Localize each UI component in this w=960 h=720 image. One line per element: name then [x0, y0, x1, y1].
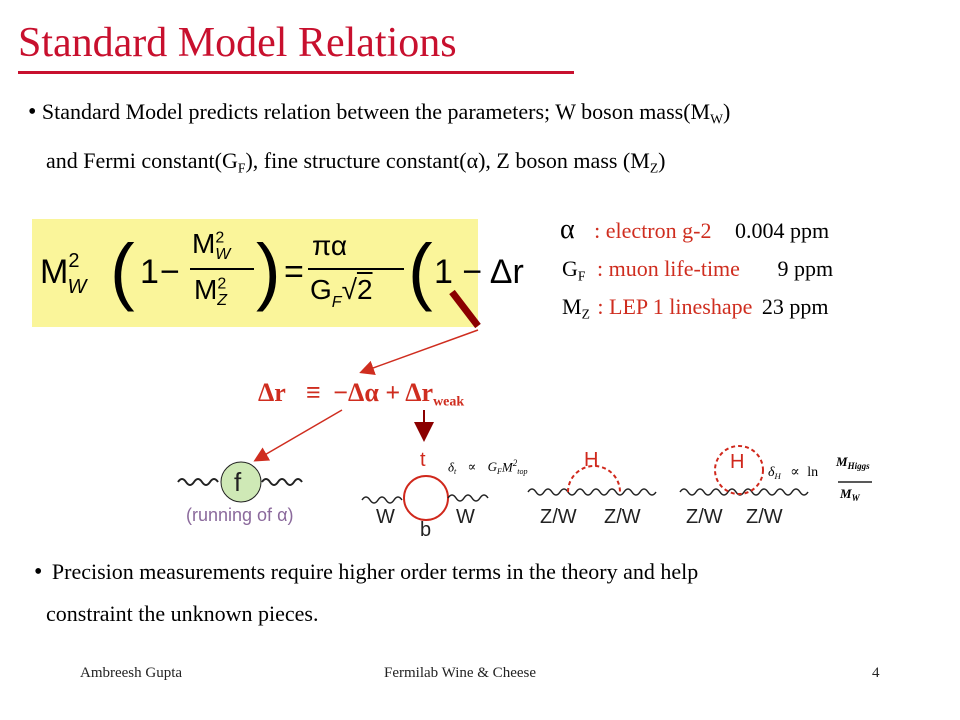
bullet-dot: •	[34, 559, 43, 585]
ln-denominator: MW	[840, 486, 860, 503]
formula-close-paren: )	[256, 229, 281, 312]
zw-line-2	[679, 488, 809, 496]
bullet-2-line-2: constraint the unknown pieces.	[46, 601, 319, 626]
zw-label-2-left: Z/W	[686, 506, 723, 528]
zw-label-2-right: Z/W	[746, 506, 783, 528]
photon-line-right	[261, 478, 303, 486]
ln-numerator: MHiggs	[836, 454, 870, 471]
param-mz: MZ : LEP 1 lineshape 23 ppm	[562, 294, 829, 322]
top-bottom-loop	[403, 475, 449, 521]
bullet-2-line-1: • Precision measurements require higher …	[34, 559, 699, 585]
param-gf: GF : muon life-time 9 ppm	[562, 256, 834, 284]
higgs-arc-1	[567, 465, 621, 493]
formula-frac-numerator: M2W	[192, 228, 231, 263]
footer-event: Fermilab Wine & Cheese	[384, 665, 536, 681]
top-quark-label: t	[420, 449, 426, 471]
w-label-right: W	[456, 506, 475, 528]
formula-delta-r-term: 1 − Δr	[434, 253, 524, 291]
delta-r-equation: Δr ≡ −Δα + Δrweak	[258, 378, 465, 410]
arrow-to-fermion-loop	[253, 409, 343, 462]
running-of-alpha-label: (running of α)	[186, 505, 294, 525]
fermion-loop-circle	[220, 461, 262, 503]
formula-lhs-mw2: M2W	[40, 249, 87, 298]
formula-rhs-bar	[308, 268, 404, 270]
w-line-left	[361, 496, 403, 504]
w-line-right	[447, 494, 489, 502]
slide-title: Standard Model Relations	[18, 20, 457, 66]
footer-author: Ambreesh Gupta	[80, 665, 183, 681]
delta-t-relation: δt ∝ GFM2top	[448, 458, 528, 476]
zw-label-1-left: Z/W	[540, 506, 577, 528]
bullet-1-line-2: and Fermi constant(GF), fine structure c…	[46, 148, 666, 176]
formula-rhs-numerator: πα	[312, 230, 348, 261]
higgs-label-1: H	[584, 449, 599, 471]
w-label-left: W	[376, 506, 395, 528]
formula-frac-bar	[190, 268, 254, 270]
formula-open-paren: (	[110, 229, 135, 312]
formula-one: 1	[140, 253, 159, 291]
arrow-to-delta-r	[359, 329, 479, 375]
bottom-quark-label: b	[420, 519, 432, 541]
param-alpha: α : electron g-2 0.004 ppm	[560, 214, 830, 245]
bullet-1-line-1: • Standard Model predicts relation betwe…	[28, 99, 731, 127]
formula-frac-denominator: M2Z	[194, 274, 228, 309]
delta-h-relation: δH ∝ ln	[768, 465, 819, 481]
zw-line-1	[527, 488, 657, 496]
higgs-loop-2	[714, 445, 764, 495]
formula-open-paren-2: (	[408, 229, 433, 312]
higgs-label-2: H	[730, 451, 745, 473]
formula-minus: −	[160, 253, 180, 291]
footer-page-number: 4	[872, 665, 880, 681]
fermion-label: f	[234, 467, 242, 497]
bullet-dot: •	[28, 99, 37, 125]
delta-r-highlight-slash	[449, 289, 481, 329]
zw-label-1-right: Z/W	[604, 506, 641, 528]
formula-rhs-denominator: GF√2	[310, 274, 373, 311]
title-underline	[18, 71, 574, 74]
photon-line-left	[177, 478, 219, 486]
formula-equals: =	[284, 253, 304, 291]
formula-box	[32, 219, 478, 327]
